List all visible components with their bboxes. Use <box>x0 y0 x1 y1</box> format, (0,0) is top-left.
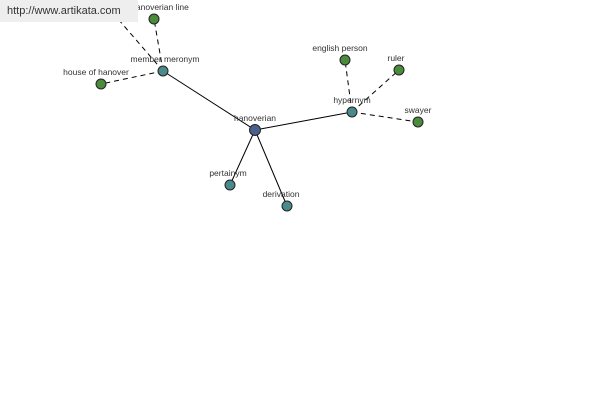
node-hanoverian-line-label: hanoverian line <box>131 2 189 12</box>
node-hanoverian-line[interactable]: hanoverian line <box>131 2 189 25</box>
node-derivation[interactable]: derivation <box>263 189 300 212</box>
node-english-person-label: english person <box>312 43 368 53</box>
node-hanoverian-dot[interactable] <box>249 124 261 136</box>
node-member-meronym-dot[interactable] <box>157 65 169 77</box>
node-ruler-label: ruler <box>387 53 404 63</box>
node-ruler[interactable]: ruler <box>387 53 405 76</box>
node-swayer[interactable]: swayer <box>405 105 432 128</box>
edge-hanoverian-to-pertainym <box>229 129 256 186</box>
node-hypernym-label: hypernym <box>333 95 370 105</box>
node-pertainym[interactable]: pertainym <box>209 168 247 191</box>
watermark-url[interactable]: http://www.artikata.com <box>0 0 138 22</box>
nodes-layer: hanoverian member meronym hypernym pertainy… <box>63 2 432 212</box>
node-ruler-dot[interactable] <box>393 64 405 76</box>
node-pertainym-dot[interactable] <box>224 179 236 191</box>
node-hanoverian[interactable]: hanoverian <box>234 113 276 136</box>
node-house-of-hanover-label: house of hanover <box>63 67 129 77</box>
node-derivation-label: derivation <box>263 189 300 199</box>
node-house-of-hanover[interactable]: house of hanover <box>63 67 129 90</box>
node-house-of-hanover-dot[interactable] <box>95 78 107 90</box>
node-hypernym[interactable]: hypernym <box>333 95 371 118</box>
node-swayer-dot[interactable] <box>412 116 424 128</box>
edge-hypernym-to-swayer <box>351 111 419 123</box>
node-english-person[interactable]: english person <box>312 43 368 66</box>
node-pertainym-label: pertainym <box>209 168 246 178</box>
node-swayer-label: swayer <box>405 105 432 115</box>
edge-member-meronym-to-house-of-hanover <box>100 70 164 85</box>
node-hypernym-dot[interactable] <box>346 106 358 118</box>
edge-hypernym-to-ruler <box>351 69 400 113</box>
node-hanoverian-line-dot[interactable] <box>148 13 160 25</box>
edge-hanoverian-to-derivation <box>254 129 288 207</box>
node-member-meronym-label: member meronym <box>131 54 200 64</box>
edge-hanoverian-to-member-meronym <box>162 70 256 131</box>
edges-layer <box>100 11 419 207</box>
edge-hanoverian-to-hypernym <box>254 111 353 131</box>
node-derivation-dot[interactable] <box>281 200 293 212</box>
node-english-person-dot[interactable] <box>339 54 351 66</box>
node-hanoverian-label: hanoverian <box>234 113 276 123</box>
node-member-meronym[interactable]: member meronym <box>131 54 200 77</box>
